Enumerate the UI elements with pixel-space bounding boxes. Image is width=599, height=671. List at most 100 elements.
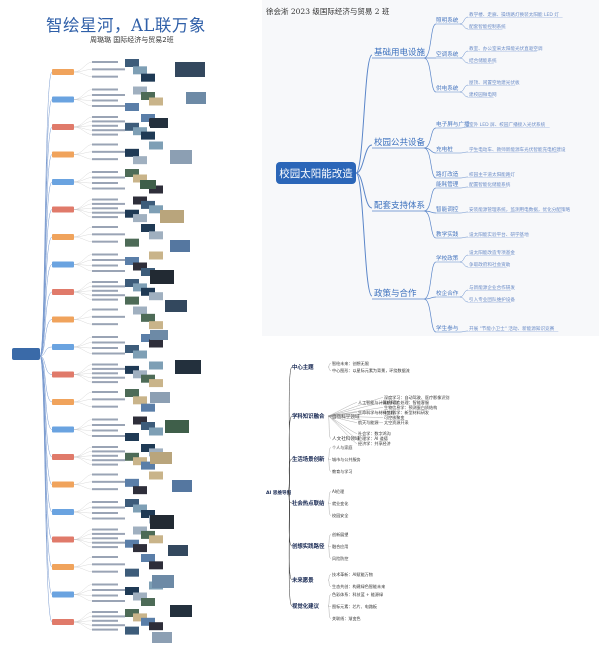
level1-node [52, 316, 74, 323]
thumbnail-image [141, 224, 155, 232]
child-label: 学生参与 [436, 324, 458, 332]
ai-mindmap-graphic: AI 思维导图中心主题智绘未来：创想无限中心图形：以星际元素为背景，环绕数据流学… [266, 360, 450, 621]
thumbnail-image [141, 422, 155, 430]
sub-connector [73, 181, 93, 189]
item-connector [327, 574, 332, 581]
sub-connector [73, 611, 93, 623]
sub-connector [73, 264, 93, 272]
item-label: 航天与能源 [358, 419, 378, 425]
section-label: 社会热点联结 [291, 499, 325, 507]
thumbnail-image [125, 169, 139, 177]
sub-text-line [92, 429, 118, 432]
sub-connector [73, 209, 93, 218]
thumbnail-image [168, 545, 188, 556]
thumbnail-image [133, 350, 147, 359]
child-label: 供电系统 [436, 84, 459, 92]
item-label: 校园安全 [332, 512, 348, 518]
thumbnail-image [141, 114, 155, 122]
thumbnail-image [149, 185, 163, 194]
thumbnail-image [149, 561, 163, 570]
sub-text-line [92, 341, 125, 344]
sub-text-line [92, 446, 118, 448]
sub-text-line [92, 259, 125, 261]
sub-text-line [92, 473, 118, 476]
item-connector [327, 402, 358, 417]
thumbnail-image [133, 66, 147, 75]
sub-connector [73, 346, 93, 354]
item-label: 生物信息学：预测蛋白质结构 [384, 404, 437, 410]
level1-node [52, 371, 74, 378]
level1-node [52, 399, 74, 405]
thumbnail-image [125, 59, 139, 67]
branch-label: 基础用电设施 [374, 47, 426, 58]
item-label: 就业变化 [332, 500, 348, 506]
sub-connector [73, 511, 93, 514]
sub-connector [73, 616, 93, 623]
sub-text-line [92, 270, 125, 272]
sub-text-line [92, 61, 118, 63]
sub-text-line [92, 517, 125, 520]
level1-node [52, 96, 74, 103]
thumbnail-image [141, 334, 155, 342]
level1-node [52, 69, 74, 75]
section-connector [287, 458, 293, 493]
trunk-connector [39, 291, 53, 357]
child-connector [423, 210, 437, 239]
sub-text-line [92, 372, 118, 375]
sub-connector [73, 234, 93, 238]
thumbnail-image [149, 622, 163, 631]
sub-text-line [92, 323, 118, 326]
thumbnail-image [141, 554, 155, 562]
item-label: 融合应用 [332, 543, 348, 549]
sub-connector [73, 154, 93, 160]
sub-connector [73, 484, 93, 490]
level1-node [52, 481, 74, 488]
item-connector [327, 605, 332, 619]
sub-text-line [92, 347, 118, 349]
sub-connector [73, 446, 93, 458]
sub-text-line [92, 398, 125, 401]
thumbnail-image [149, 471, 163, 480]
leaf-label: 室外 LED 屏、校园广播接入光伏系统 [469, 121, 546, 128]
sub-connector [73, 236, 93, 242]
sub-text-line [92, 506, 125, 509]
child-label: 充电桩 [436, 145, 453, 153]
sub-text-line [92, 532, 125, 535]
item-label: 中心图形：以星际元素为背景，环绕数据流 [332, 367, 410, 373]
level1-node [52, 426, 74, 433]
leaf-connector [459, 57, 469, 64]
sub-connector [73, 451, 93, 458]
sub-text-line [92, 171, 118, 173]
item-label: 社会学：数字鸿沟 [358, 430, 391, 436]
item-connector [327, 502, 332, 504]
level1-node [52, 179, 74, 185]
leaf-label: 校园主干道太阳能路灯 [469, 171, 515, 178]
leaf-label: 设太阳能实验平台、研学基地 [469, 231, 529, 238]
sub-connector [73, 346, 93, 349]
item-label: 个人与家庭 [332, 444, 352, 450]
thumbnail-image [125, 478, 139, 487]
leaf-label: 教室、办公室采太阳能光伏直驱空调 [469, 45, 543, 52]
thumbnail-image [125, 148, 139, 157]
thumbnail-image [175, 360, 201, 374]
child-connector [423, 127, 437, 149]
leaf-label: 教学楼、走廊、操场路灯换装太阳能 LED 灯 [469, 11, 559, 18]
leaf-label: 引入专业团队维护设备 [469, 296, 515, 303]
thumbnail-image [133, 86, 147, 95]
sub-text-line [92, 367, 125, 370]
child-connector [423, 210, 437, 214]
thumbnail-image [165, 300, 187, 312]
central-node [12, 348, 40, 360]
thumbnail-image [125, 539, 139, 548]
level1-node [52, 261, 74, 268]
sub-text-line [92, 600, 125, 602]
leaf-label: 结合储能系统 [469, 57, 497, 64]
sub-connector [73, 116, 93, 128]
item-connector [327, 534, 332, 547]
thumbnail-image [150, 452, 172, 464]
child-connector [423, 296, 437, 300]
sub-text-line [92, 624, 125, 627]
leaf-connector [459, 91, 469, 98]
sub-text-line [92, 546, 118, 549]
